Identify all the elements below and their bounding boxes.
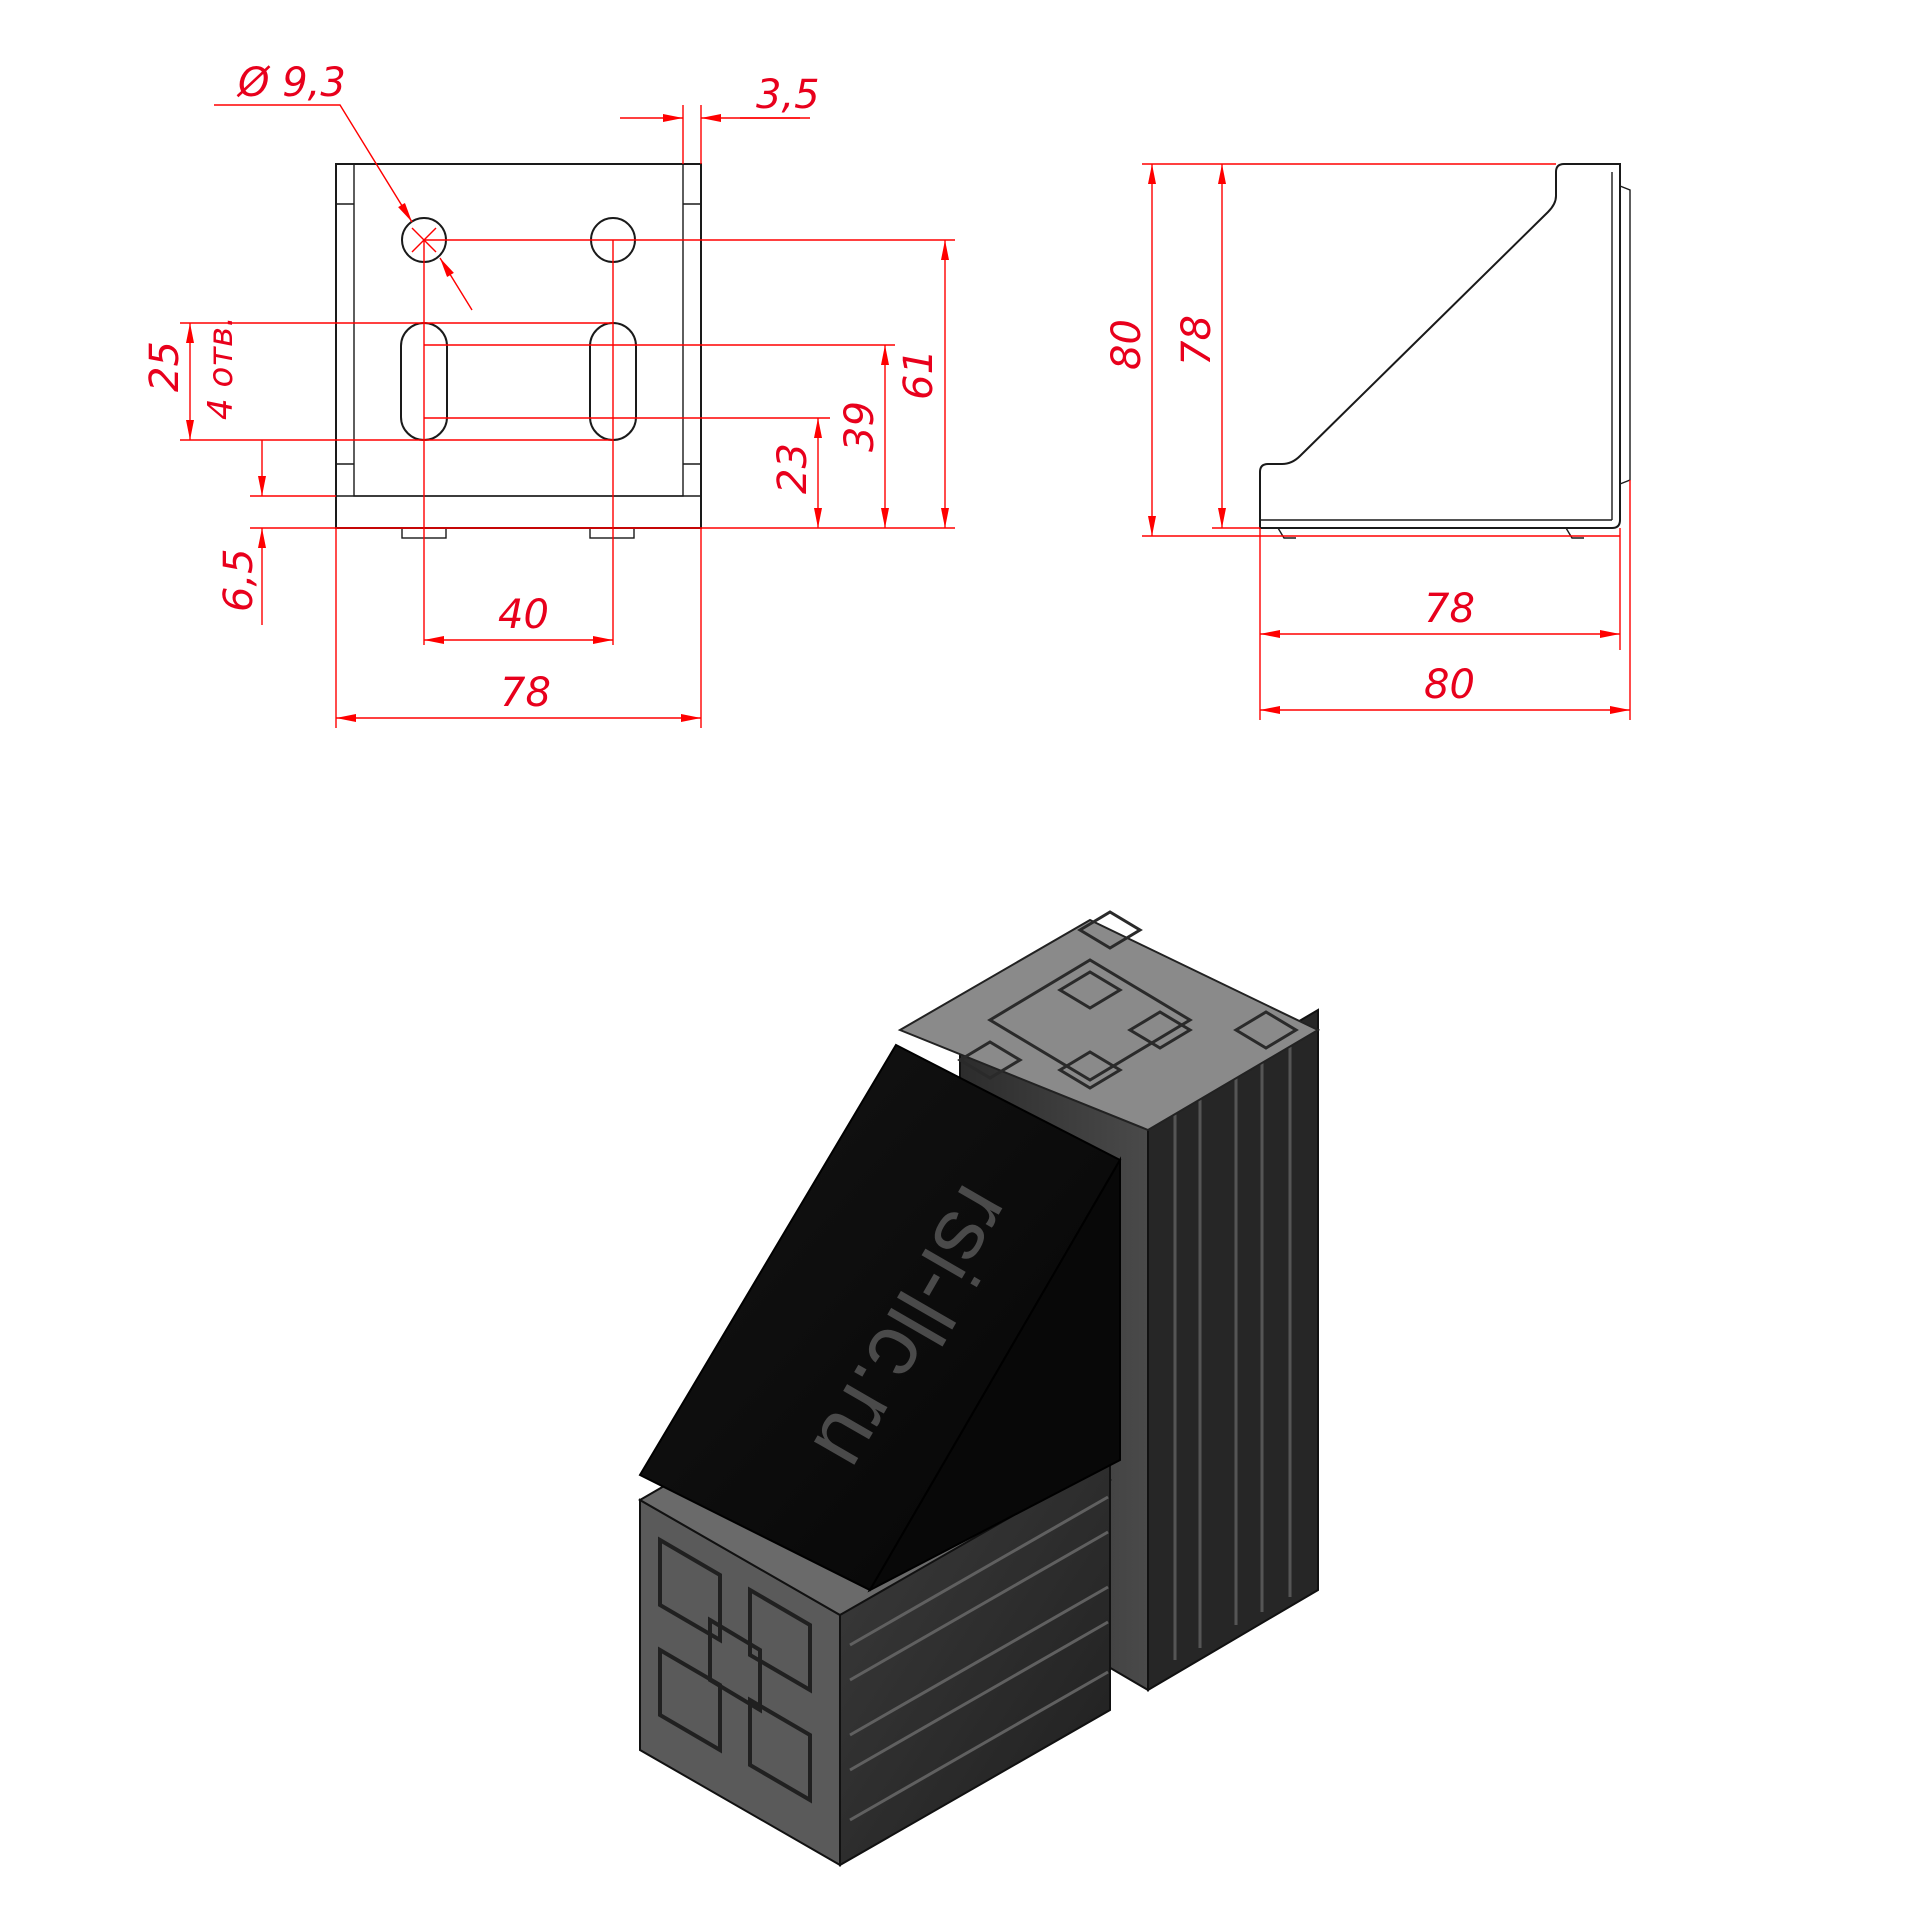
dim-flange-thickness: 3,5 [620,72,820,122]
front-view: Ø 9,3 3,5 25 4 отв. 6,5 40 [142,60,955,728]
flange-thickness-label: 3,5 [756,72,820,118]
slot-length-label: 25 [142,341,188,392]
front-width-label: 78 [500,670,551,716]
dim-hole-spacing: 40 [424,592,613,644]
horizontal-profile-cross-section [658,1536,812,1804]
bracket-side-profile [1259,163,1621,529]
side-extension-lines [1142,163,1631,720]
base-thickness-label: 6,5 [216,548,262,612]
dim-39: 39 [837,345,889,528]
dim-23-label: 23 [770,443,816,494]
hole-spacing-label: 40 [498,592,549,638]
dim-hole-diameter: Ø 9,3 [214,60,473,311]
dim-23: 23 [770,418,822,528]
side-length-inner-label: 78 [1424,586,1475,632]
vertical-profile-cross-section [957,910,1299,1090]
slot-count-label: 4 отв. [201,316,241,420]
corner-bracket-3d: rsi-llc.ru [638,1043,1122,1593]
dim-61-label: 61 [896,349,942,400]
dim-base-thickness: 6,5 [216,440,266,625]
side-height-outer-label: 80 [1104,319,1150,370]
dim-side-length-inner: 78 [1260,586,1620,638]
bracket-side-face [867,1156,1121,1593]
dim-front-width: 78 [336,670,701,722]
dim-side-height-inner: 78 [1174,164,1226,528]
dim-slot-length: 25 4 отв. [142,316,241,440]
bracket-outline [335,163,702,529]
front-extension-lines [180,105,955,728]
horizontal-profile-grooves [849,1495,1109,1822]
base-tab-right [589,527,635,539]
vertical-profile-top [897,918,1321,1132]
side-view: 80 78 78 80 [1104,163,1631,720]
side-height-inner-label: 78 [1174,315,1220,366]
dim-side-length-outer: 80 [1260,662,1630,714]
hole-diameter-label: Ø 9,3 [236,60,346,106]
bracket-flange-inner [353,163,684,497]
isometric-view: rsi-llc.ru [638,910,1321,1867]
dim-61: 61 [896,240,949,528]
side-length-outer-label: 80 [1424,662,1475,708]
dim-side-height-outer: 80 [1104,164,1156,536]
dim-39-label: 39 [837,401,883,452]
vertical-profile-grooves [1173,1032,1292,1660]
